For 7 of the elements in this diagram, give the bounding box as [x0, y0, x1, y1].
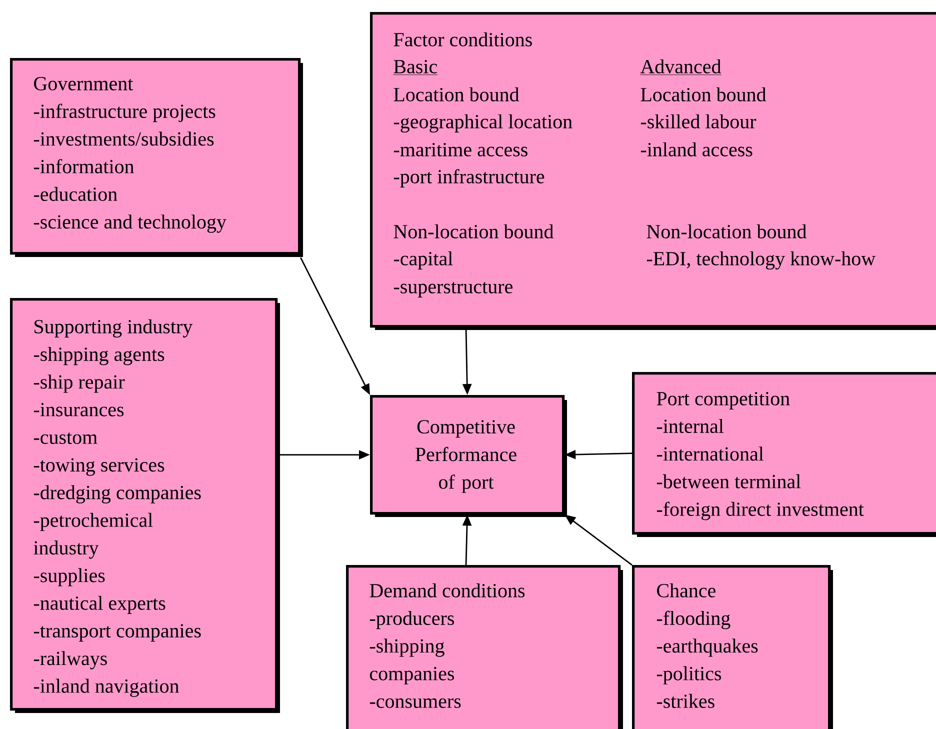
text-box: Factor conditions Basic Location bound -geographical location -maritime access -port infrastructure Non-location bound -capital -superstructure Advanced Location bound -skilled labour -inland access Non-location bound -EDI, technology know-how [370, 12, 936, 330]
text-box: Demand conditions -producers -shipping companies -consumers [346, 565, 623, 729]
performance-box: Competitive Performance of port [370, 395, 567, 517]
text-box: Supporting industry -shipping agents -ship repair -insurances -custom -towing services -dredging companies -petrochemical industry -supplies -nautical experts -transport companies -railways -inland navigation [10, 298, 280, 713]
text-box: Port competition -internal -international -between terminal -foreign direct investment [632, 372, 936, 537]
text-box: Chance -flooding -earthquakes -politics -strikes [632, 565, 833, 729]
text-box: Government -infrastructure projects -investments/subsidies -information -education -science and technology [10, 58, 303, 257]
